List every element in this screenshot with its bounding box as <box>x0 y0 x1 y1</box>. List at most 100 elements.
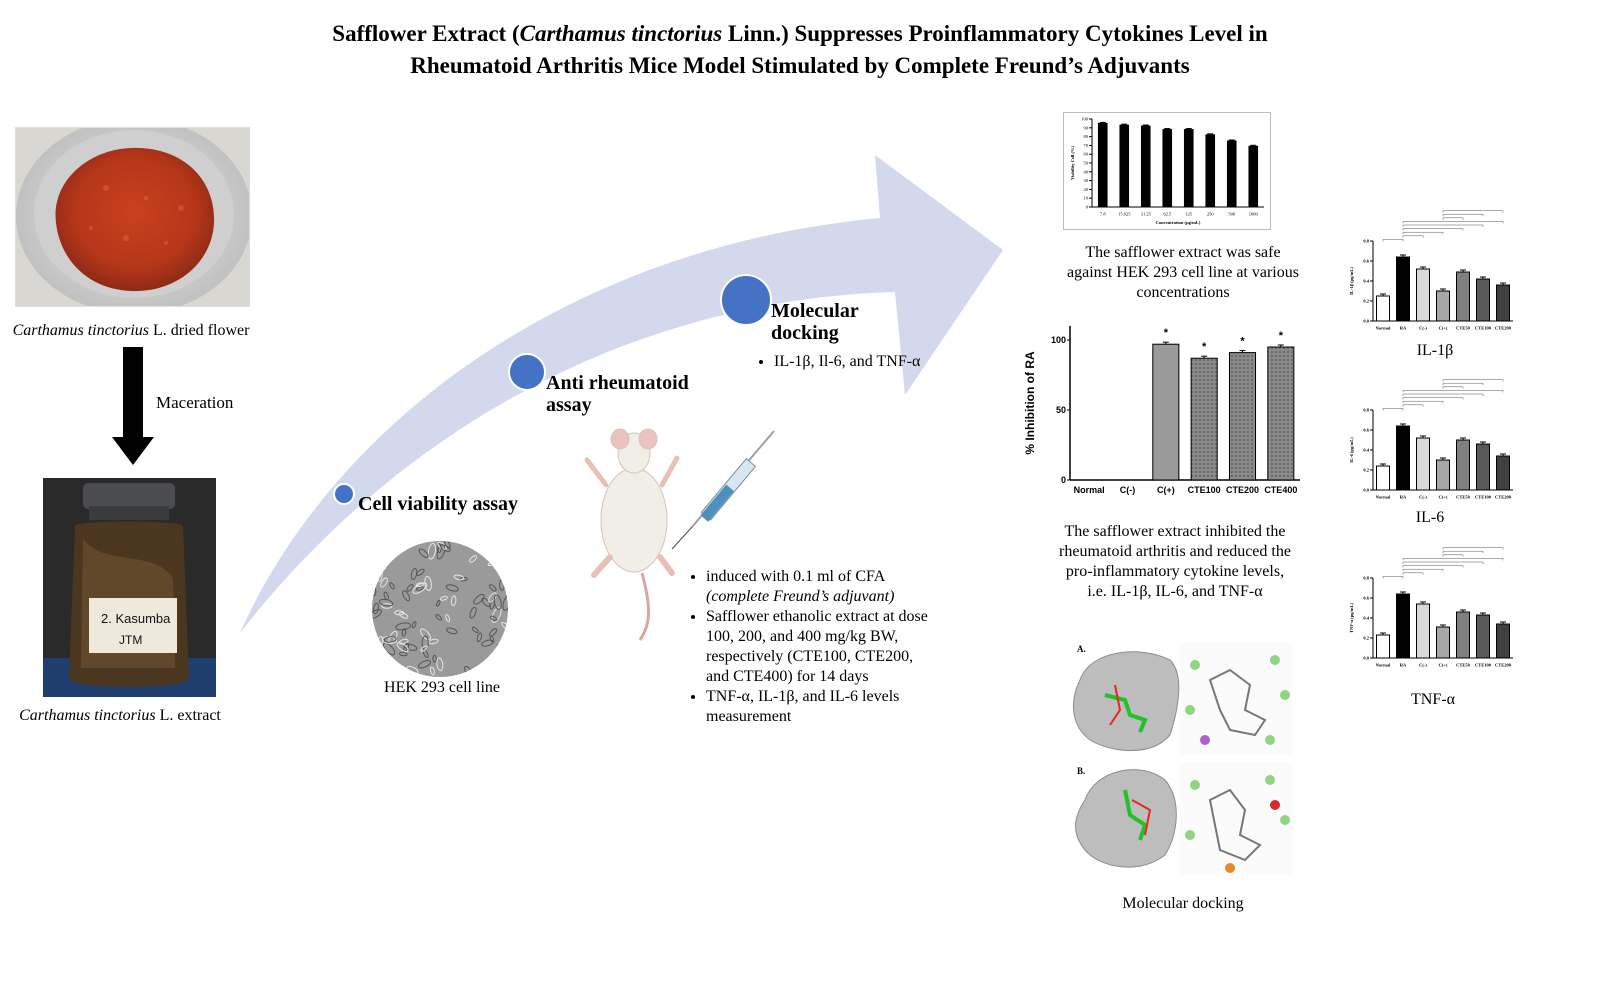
il1b-title: IL-1β <box>1416 342 1454 359</box>
cell-shape <box>463 541 473 546</box>
y-tick-label: 60 <box>1084 152 1089 157</box>
extract-caption: Carthamus tinctorius L. extract <box>19 707 221 724</box>
bar <box>1376 295 1390 322</box>
significance-mark: * <box>1202 341 1207 353</box>
cell-shape <box>429 666 435 676</box>
assay-bullet-dose: Safflower ethanolic extract at dose 100,… <box>706 607 938 687</box>
significance-mark: * <box>1240 336 1245 348</box>
x-tick-label: C(-) <box>1120 485 1136 495</box>
significance-bracket <box>1402 221 1504 224</box>
cell-shape <box>398 638 409 645</box>
x-tick-label: Normal <box>1376 663 1391 668</box>
y-tick-label: 0.6 <box>1363 259 1369 264</box>
cell-shape <box>469 555 478 563</box>
bar <box>1183 129 1194 208</box>
cell-shape <box>439 595 448 601</box>
cell-shape <box>493 594 502 610</box>
x-tick-label: C(+) <box>1439 663 1448 668</box>
y-tick-label: 0 <box>1061 475 1066 485</box>
y-tick-label: 80 <box>1084 134 1089 139</box>
x-tick-label: Normal <box>1074 485 1105 495</box>
x-tick-label: 62.5 <box>1163 212 1172 217</box>
significance-bracket <box>1442 379 1504 382</box>
docking-label-a: A. <box>1077 644 1086 654</box>
y-tick-label: 0.2 <box>1363 468 1369 473</box>
cell-shape <box>398 612 409 619</box>
y-tick-label: 50 <box>1056 405 1066 415</box>
bar <box>1416 603 1430 659</box>
y-tick-label: 0.4 <box>1363 616 1369 621</box>
x-tick-label: C(+) <box>1439 326 1448 331</box>
y-tick-label: 40 <box>1084 169 1089 174</box>
bar <box>1267 346 1295 481</box>
cell-shape <box>502 595 508 611</box>
mouse-illustration <box>584 428 775 641</box>
cell-shape <box>453 574 465 581</box>
maceration-label: Maceration <box>156 393 234 412</box>
bar <box>1119 124 1130 208</box>
x-tick-label: C(-) <box>1419 326 1427 331</box>
interaction-map-a <box>1180 642 1292 754</box>
cell-shape <box>497 660 508 674</box>
y-tick-label: 0 <box>1086 205 1089 210</box>
cell-shape <box>435 614 443 621</box>
docking-label-b: B. <box>1077 766 1085 776</box>
bar <box>1436 290 1450 322</box>
x-tick-label: C(+) <box>1439 495 1448 500</box>
cell-shape <box>398 651 408 657</box>
cell-shape <box>402 590 411 602</box>
cell-shape <box>372 583 377 597</box>
y-tick-label: 0.4 <box>1363 448 1369 453</box>
cell-shape <box>469 606 477 619</box>
y-tick-label: 0.6 <box>1363 428 1369 433</box>
bar <box>1152 343 1180 481</box>
cell-shape <box>401 628 407 637</box>
x-tick-label: CTE100 <box>1475 663 1492 668</box>
bar <box>1476 278 1490 322</box>
x-tick-label: CTE200 <box>1495 663 1512 668</box>
cell-shape <box>420 645 428 652</box>
y-tick-label: 100 <box>1051 335 1066 345</box>
bar <box>1396 256 1410 322</box>
bar <box>1416 268 1430 322</box>
cell-shape <box>387 541 401 545</box>
stage-dot-anti <box>508 353 546 391</box>
cell-shape <box>418 659 432 669</box>
cell-shape <box>418 548 429 559</box>
x-tick-label: 250 <box>1207 212 1215 217</box>
cell-shape <box>436 600 441 607</box>
y-axis-title: IL-6 (pg/mL) <box>1349 437 1354 463</box>
y-axis-title: TNF-α (pg/mL) <box>1349 603 1354 633</box>
cell-shape <box>387 543 405 552</box>
y-tick-label: 0.6 <box>1363 596 1369 601</box>
y-tick-label: 0.8 <box>1363 576 1369 581</box>
significance-bracket <box>1402 558 1504 561</box>
y-tick-label: 0.4 <box>1363 279 1369 284</box>
cell-shape <box>490 615 498 621</box>
significance-bracket <box>1402 565 1464 568</box>
cell-shape <box>432 654 437 663</box>
y-axis-title: % Inhibition of RA <box>1023 351 1037 455</box>
cell-shape <box>383 636 397 643</box>
cell-caption: HEK 293 cell line <box>384 679 500 696</box>
assay-bullet-measure: TNF-α, IL-1β, and IL-6 levels measuremen… <box>706 687 938 727</box>
x-tick-label: C(-) <box>1419 495 1427 500</box>
cell-shape <box>380 542 389 553</box>
cell-shape <box>445 584 459 592</box>
bar <box>1097 122 1108 208</box>
bar <box>1436 459 1450 491</box>
title-line-1: Safflower Extract (Carthamus tinctorius … <box>332 21 1268 46</box>
significance-bracket <box>1442 213 1484 217</box>
y-tick-label: 0.0 <box>1363 488 1369 493</box>
bar <box>1205 134 1216 208</box>
x-tick-label: RA <box>1400 495 1407 500</box>
significance-bracket <box>1382 576 1404 579</box>
significance-mark: * <box>1164 327 1169 339</box>
bar <box>1496 284 1510 322</box>
cell-shape <box>411 621 417 629</box>
cell-shape <box>412 582 428 594</box>
x-tick-label: CTE200 <box>1495 326 1512 331</box>
significance-bracket <box>1402 228 1464 231</box>
bar <box>1496 455 1510 491</box>
y-tick-label: 10 <box>1084 196 1089 201</box>
